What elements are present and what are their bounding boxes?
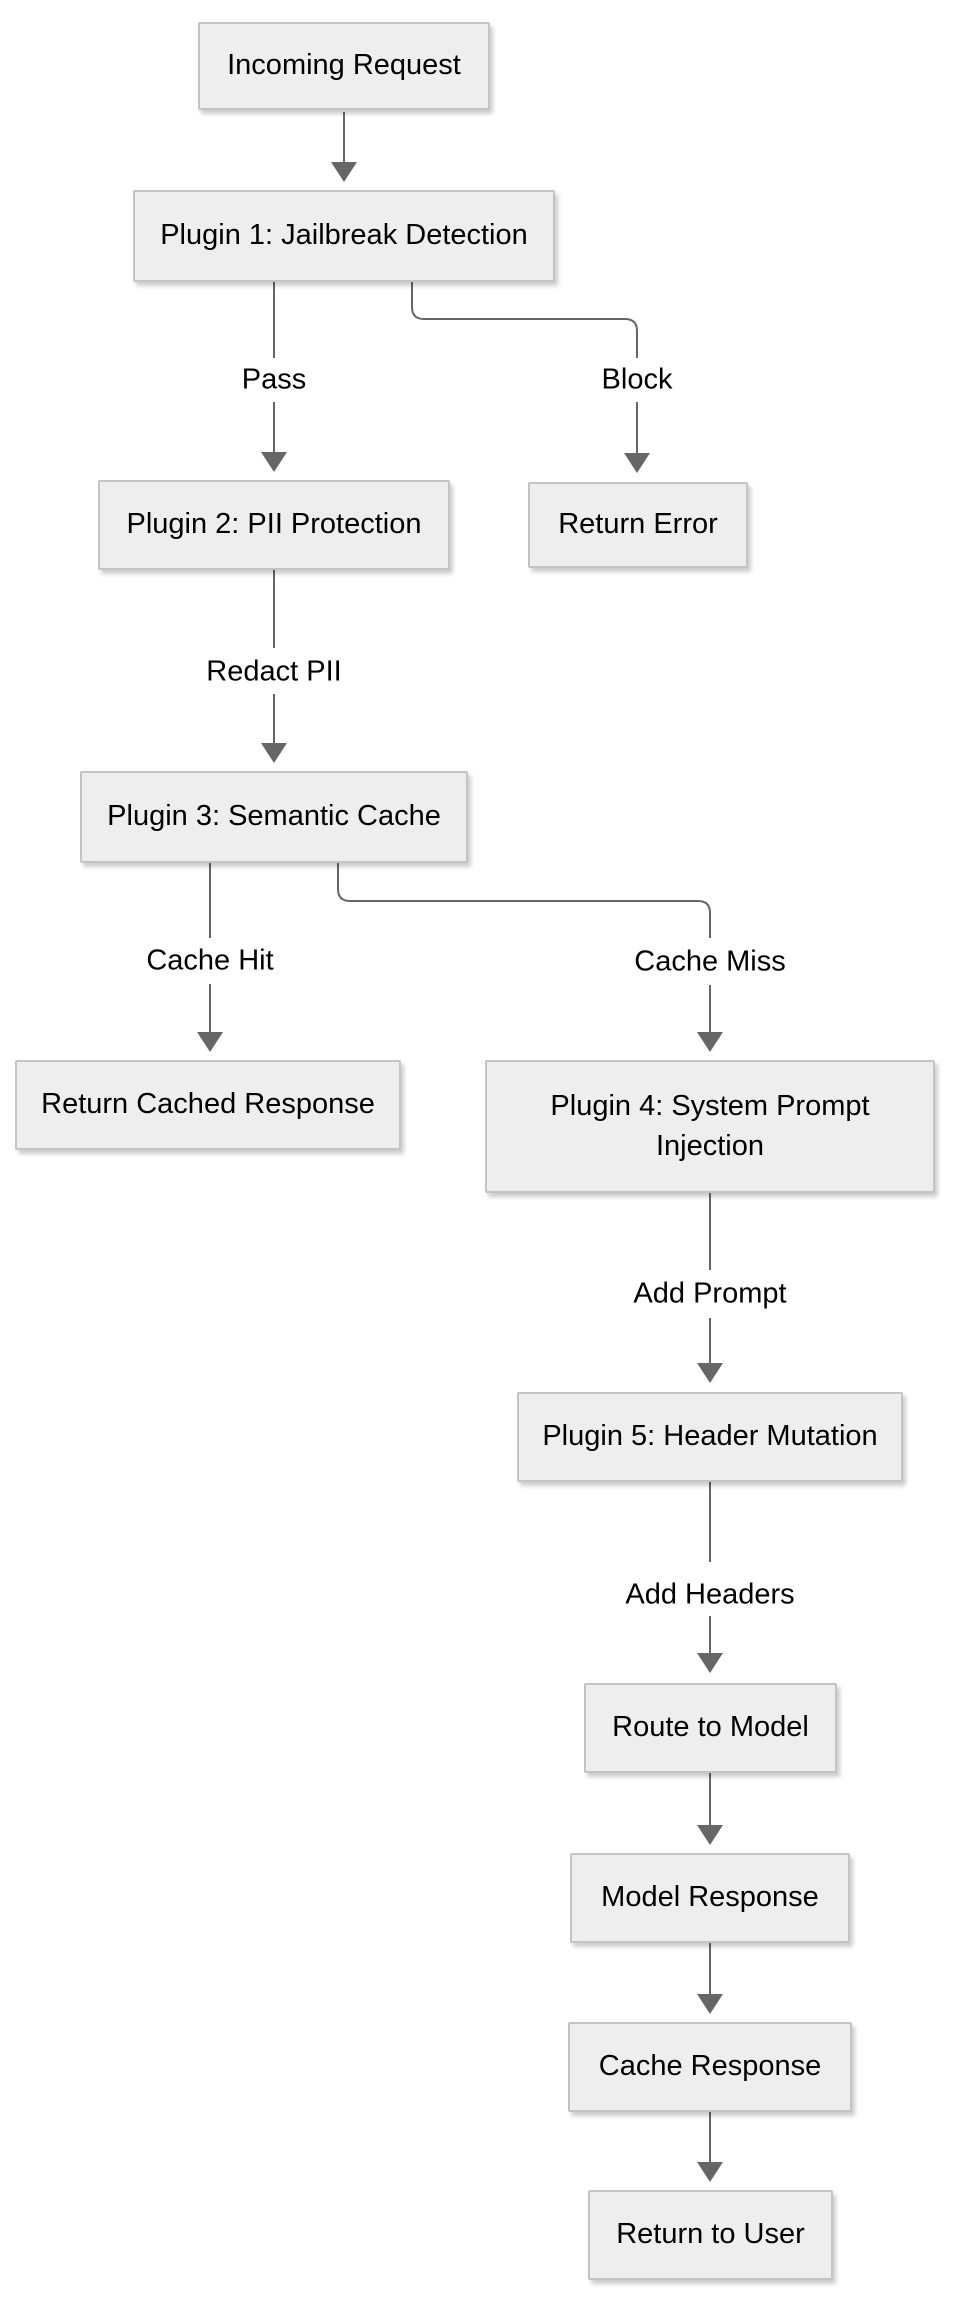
arrowhead-incoming-plugin1 xyxy=(331,162,357,182)
arrowhead-plugin1-plugin2 xyxy=(261,452,287,472)
node-plugin1-jailbreak-detection: Plugin 1: Jailbreak Detection xyxy=(133,190,555,282)
node-plugin2-label: Plugin 2: PII Protection xyxy=(126,508,422,541)
node-plugin5-header-mutation: Plugin 5: Header Mutation xyxy=(517,1392,903,1482)
edge-label-redact-pii: Redact PII xyxy=(202,655,346,689)
node-return-error-label: Return Error xyxy=(558,508,718,541)
node-plugin4-system-prompt-injection: Plugin 4: System Prompt Injection xyxy=(485,1060,935,1193)
arrowhead-route-model xyxy=(697,1825,723,1845)
node-plugin2-pii-protection: Plugin 2: PII Protection xyxy=(98,480,450,570)
node-plugin1-label: Plugin 1: Jailbreak Detection xyxy=(160,219,528,252)
edge-label-add-prompt: Add Prompt xyxy=(629,1277,791,1311)
arrowhead-cache-returnuser xyxy=(697,2162,723,2182)
edge-label-pass: Pass xyxy=(237,363,311,397)
edge-label-cache-hit: Cache Hit xyxy=(142,944,278,978)
edge-label-block: Block xyxy=(597,363,677,397)
edge-label-add-headers: Add Headers xyxy=(621,1578,799,1612)
arrowhead-plugin3-plugin4 xyxy=(697,1032,723,1052)
node-plugin5-label: Plugin 5: Header Mutation xyxy=(542,1420,878,1453)
node-plugin4-label: Plugin 4: System Prompt Injection xyxy=(550,1090,870,1162)
arrowhead-plugin1-returnerror xyxy=(624,453,650,473)
node-route-to-model-label: Route to Model xyxy=(612,1711,809,1744)
edge-label-cache-miss: Cache Miss xyxy=(630,945,790,979)
node-cache-response-label: Cache Response xyxy=(598,2050,822,2083)
node-incoming-request-label: Incoming Request xyxy=(227,49,461,82)
node-return-cached-label: Return Cached Response xyxy=(41,1088,375,1121)
node-plugin3-label: Plugin 3: Semantic Cache xyxy=(107,800,441,833)
node-incoming-request: Incoming Request xyxy=(198,22,490,110)
node-cache-response: Cache Response xyxy=(568,2022,852,2112)
edge-plugin1-returnerror-upper xyxy=(411,282,638,358)
node-route-to-model: Route to Model xyxy=(584,1683,837,1773)
arrowhead-plugin4-plugin5 xyxy=(697,1363,723,1383)
arrowhead-plugin2-plugin3 xyxy=(261,743,287,763)
node-plugin3-semantic-cache: Plugin 3: Semantic Cache xyxy=(80,771,468,863)
node-return-to-user: Return to User xyxy=(588,2190,833,2280)
node-return-cached-response: Return Cached Response xyxy=(15,1060,401,1150)
node-model-response: Model Response xyxy=(570,1853,850,1943)
arrowhead-model-cache xyxy=(697,1994,723,2014)
arrowhead-plugin3-returncached xyxy=(197,1032,223,1052)
node-return-to-user-label: Return to User xyxy=(616,2218,805,2251)
arrowhead-plugin5-route xyxy=(697,1653,723,1673)
node-model-response-label: Model Response xyxy=(601,1881,819,1914)
node-return-error: Return Error xyxy=(528,482,748,568)
edge-plugin3-plugin4-upper xyxy=(337,863,711,938)
